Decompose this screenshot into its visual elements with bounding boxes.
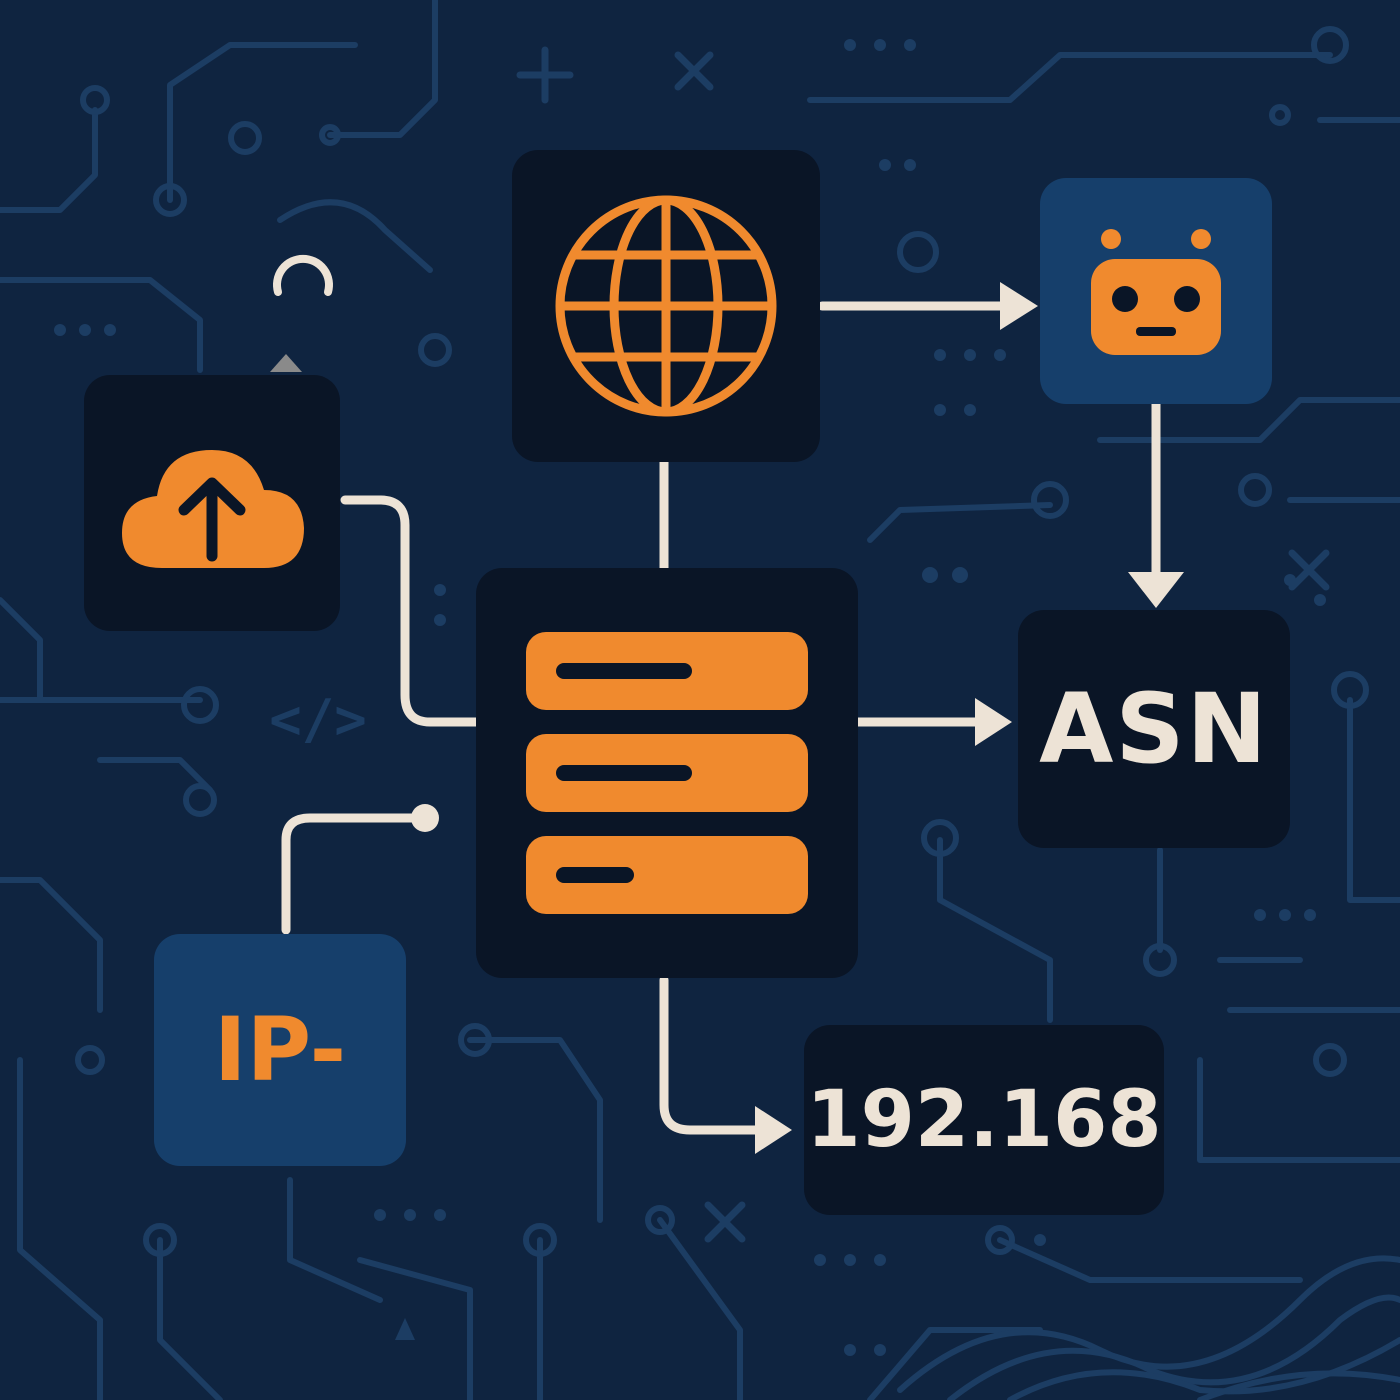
server-rack-unit	[526, 734, 808, 812]
server-rack-unit	[526, 632, 808, 710]
globe-node	[512, 150, 820, 462]
robot-node	[1040, 178, 1272, 404]
asn-label: ASN	[1039, 673, 1269, 785]
cloud-upload-node	[84, 375, 340, 631]
ip-address-label: 192.168	[806, 1075, 1162, 1165]
server-node	[476, 568, 858, 978]
asn-node: ASN	[1018, 610, 1290, 848]
server-rack-unit	[526, 836, 808, 914]
cloud-upload-icon	[122, 450, 304, 568]
robot-icon	[1091, 229, 1221, 355]
ip-node: IP-	[154, 934, 406, 1166]
code-tag-glyph: </>	[269, 688, 367, 751]
ip-address-node: 192.168	[804, 1025, 1164, 1215]
ip-label: IP-	[213, 998, 347, 1101]
globe-icon	[555, 195, 777, 417]
